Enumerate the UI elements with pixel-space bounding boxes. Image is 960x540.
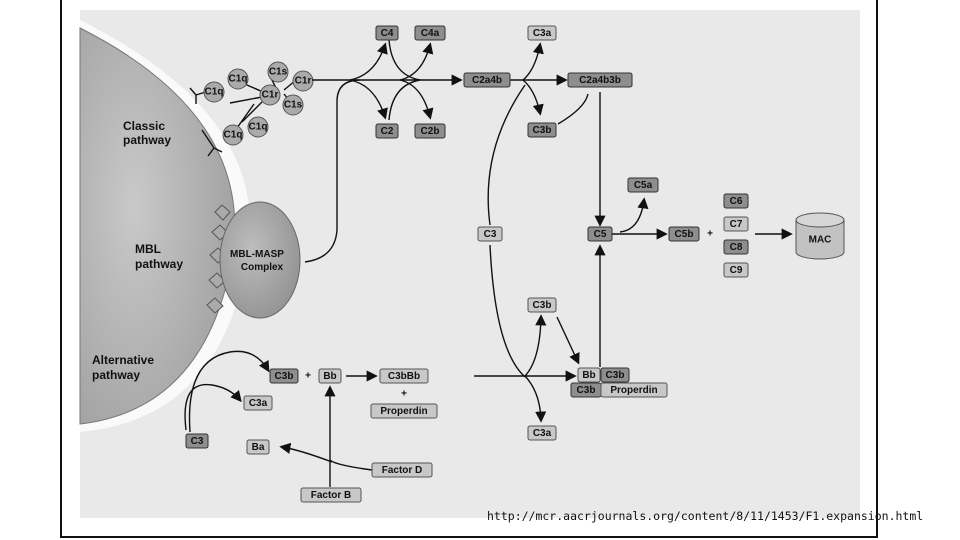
node-c3b-r: C3b (600, 367, 630, 383)
node-label-alt-c3a: C3a (249, 398, 268, 409)
node-label-c9: C9 (730, 265, 743, 276)
source-url[interactable]: http://mcr.aacrjournals.org/content/8/11… (487, 509, 924, 523)
c1-complex: C1q C1q C1q C1q C1s C1r C1r C1s (189, 61, 314, 157)
node-label-ba: Ba (252, 442, 265, 453)
mbl-masp-label: MBL-MASP (230, 249, 284, 260)
node-properdin: Properdin (370, 403, 438, 419)
node-c2: C2 (375, 123, 399, 139)
node-c5a: C5a (627, 177, 659, 193)
svg-text:C1s: C1s (269, 67, 288, 78)
node-c9: C9 (723, 262, 749, 278)
node-c7: C7 (723, 216, 749, 232)
node-label-alt-c3: C3 (191, 436, 204, 447)
mac-label: MAC (809, 235, 832, 246)
node-label-alt-bb: Bb (323, 371, 336, 382)
node-label-c8: C8 (730, 242, 743, 253)
slide-frame (60, 0, 878, 538)
node-c8: C8 (723, 239, 749, 255)
svg-text:C1r: C1r (295, 76, 312, 87)
node-label-properdin: Properdin (380, 406, 427, 417)
node-label-c3b-top: C3b (533, 125, 552, 136)
node-label-c2a4b3b: C2a4b3b (579, 75, 621, 86)
node-bb: Bb (577, 367, 601, 383)
node-c4: C4 (375, 25, 399, 41)
node-c3bbb: C3bBb (379, 368, 429, 384)
node-c2a4b: C2a4b (463, 72, 511, 88)
svg-text:C1q: C1q (229, 74, 248, 85)
node-label-factor-d: Factor D (382, 465, 423, 476)
node-label-c5a: C5a (634, 180, 653, 191)
node-label-c7: C7 (730, 219, 743, 230)
node-alt-c3: C3 (185, 433, 209, 449)
mac-cylinder: MAC (795, 212, 845, 260)
plus-sign: + (707, 229, 713, 240)
node-label-c2b: C2b (421, 126, 440, 137)
mbl-masp-complex: MBL-MASP Complex (206, 201, 301, 319)
node-factor-d: Factor D (371, 462, 433, 478)
node-label-c6: C6 (730, 196, 743, 207)
mbl-pathway-label: MBL pathway (135, 242, 183, 271)
svg-text:C1s: C1s (284, 100, 303, 111)
node-label-c3a-top: C3a (533, 28, 552, 39)
node-label-c3b-mid: C3b (533, 300, 552, 311)
svg-text:C1r: C1r (262, 90, 279, 101)
node-c3a-bot: C3a (527, 425, 557, 441)
node-label-c2a4b: C2a4b (472, 75, 502, 86)
node-label-c4: C4 (381, 28, 394, 39)
svg-text:C1q: C1q (205, 87, 224, 98)
node-factor-b: Factor B (300, 487, 362, 503)
node-c4a: C4a (414, 25, 446, 41)
node-c3-mid: C3 (477, 226, 503, 242)
node-c5b: C5b (668, 226, 700, 242)
classic-pathway-label: Classic pathway (123, 119, 171, 147)
svg-text:C1q: C1q (249, 122, 268, 133)
node-c3a-top: C3a (527, 25, 557, 41)
node-label-c3b-r2: C3b (577, 385, 596, 396)
node-alt-c3a: C3a (243, 395, 273, 411)
node-c5: C5 (587, 226, 613, 242)
node-label-c3-mid: C3 (484, 229, 497, 240)
node-label-c3a-bot: C3a (533, 428, 552, 439)
node-label-properdin-r: Properdin (610, 385, 657, 396)
node-label-bb: Bb (582, 370, 595, 381)
node-c2a4b3b: C2a4b3b (567, 72, 633, 88)
node-properdin-r: Properdin (600, 382, 668, 398)
node-label-c3bbb: C3bBb (388, 371, 420, 382)
node-label-c3b-r: C3b (606, 370, 625, 381)
node-label-c2: C2 (381, 126, 394, 137)
node-ba: Ba (246, 439, 270, 455)
cell-membrane (79, 20, 251, 432)
alternative-pathway-label: Alternative pathway (92, 353, 157, 382)
node-c3b-mid: C3b (527, 297, 557, 313)
plus-sign: + (401, 389, 407, 400)
node-label-c5: C5 (594, 229, 607, 240)
node-label-c5b: C5b (675, 229, 694, 240)
plus-sign: + (305, 371, 311, 382)
complex-label: Complex (241, 262, 284, 273)
node-c2b: C2b (414, 123, 446, 139)
node-c3b-r2: C3b (570, 382, 602, 398)
node-alt-c3b: C3b (269, 368, 299, 384)
node-label-alt-c3b: C3b (275, 371, 294, 382)
node-label-c4a: C4a (421, 28, 440, 39)
node-label-factor-b: Factor B (311, 490, 352, 501)
node-c3b-top: C3b (527, 122, 557, 138)
pathway-arrows (184, 39, 793, 487)
node-c6: C6 (723, 193, 749, 209)
svg-text:C1q: C1q (224, 130, 243, 141)
node-alt-bb: Bb (318, 368, 342, 384)
